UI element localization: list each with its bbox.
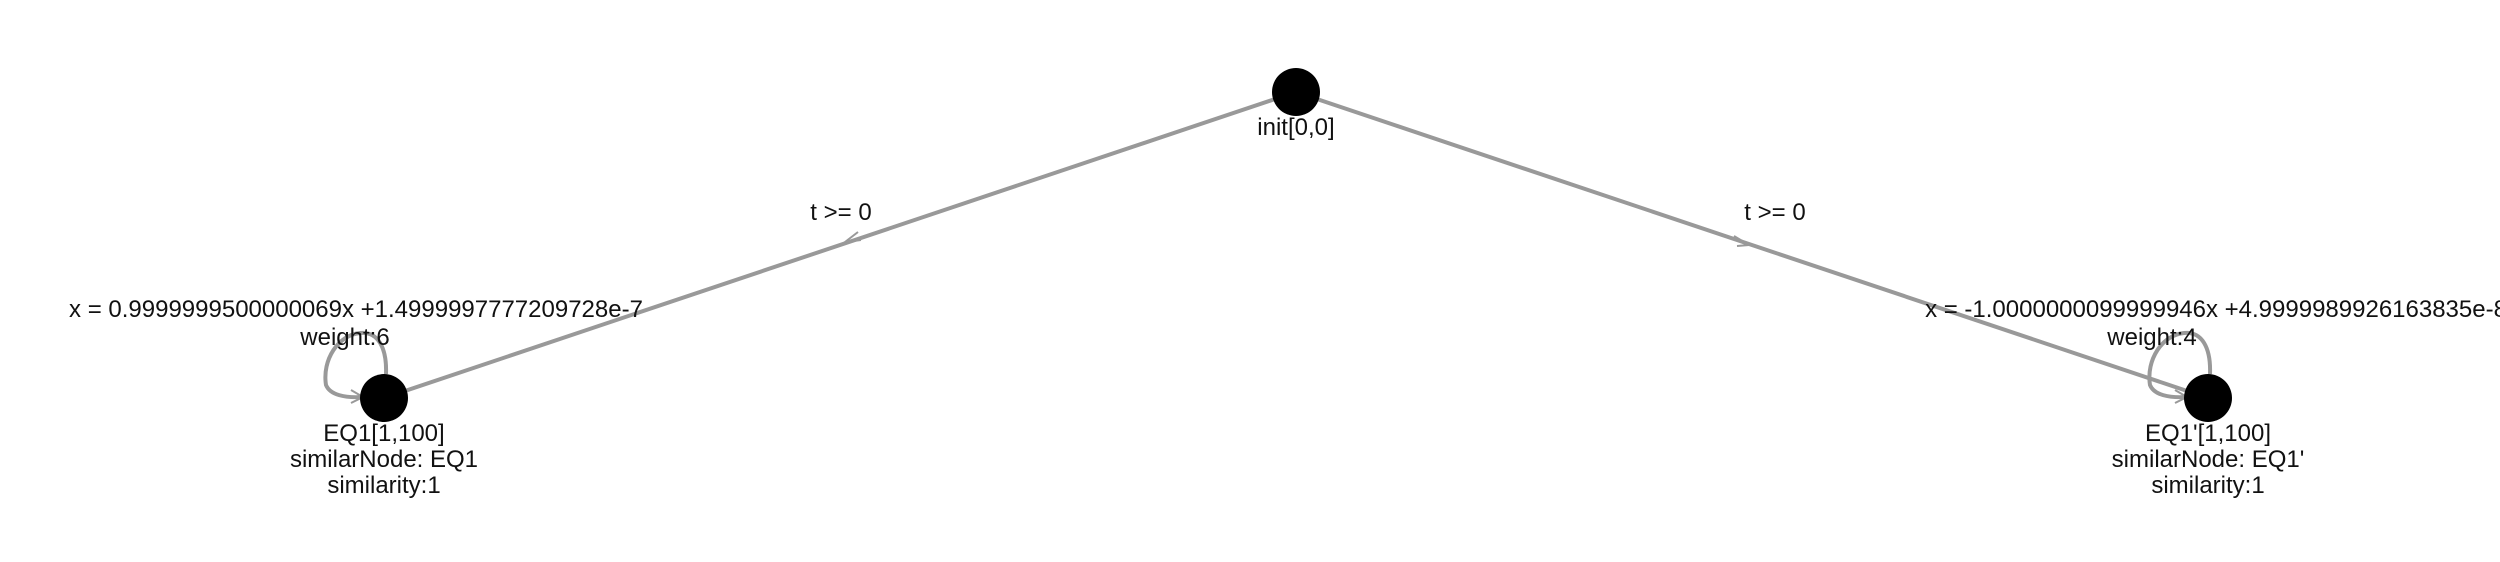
loop-equation-label: x = 0.9999999500000069x +1.4999997777209… [69, 296, 643, 323]
node-label: EQ1[1,100] [323, 420, 444, 447]
arrow-icon [841, 231, 862, 244]
node-eq1[interactable]: EQ1[1,100] similarNode: EQ1 similarity:1 [290, 374, 478, 499]
loop-equation-label: x = -1.0000000099999946x +4.999998992616… [1925, 296, 2500, 323]
node-similar-node-label: similarNode: EQ1 [290, 446, 478, 473]
node-similarity-label: similarity:1 [2151, 472, 2264, 499]
node-label: EQ1'[1,100] [2145, 420, 2271, 447]
node-init[interactable]: init[0,0] [1257, 68, 1335, 141]
edge-guard-label: t >= 0 [1744, 199, 1805, 226]
node-similarity-label: similarity:1 [327, 472, 440, 499]
node-eq1p[interactable]: EQ1'[1,100] similarNode: EQ1' similarity… [2112, 374, 2305, 499]
arrow-icon [1733, 235, 1753, 247]
self-loop-eq1p[interactable]: x = -1.0000000099999946x +4.999998992616… [1925, 296, 2500, 404]
edge-guard-label: t >= 0 [810, 199, 871, 226]
edge-init-to-eq1p[interactable]: t >= 0 [1294, 90, 2210, 400]
loop-weight-label: weight:6 [299, 324, 389, 351]
edge-init-to-eq1[interactable]: t >= 0 [382, 90, 1298, 400]
self-loop-eq1[interactable]: x = 0.9999999500000069x +1.4999997777209… [69, 296, 643, 404]
loop-weight-label: weight:4 [2106, 324, 2196, 351]
node-label: init[0,0] [1257, 114, 1334, 141]
node-similar-node-label: similarNode: EQ1' [2112, 446, 2305, 473]
